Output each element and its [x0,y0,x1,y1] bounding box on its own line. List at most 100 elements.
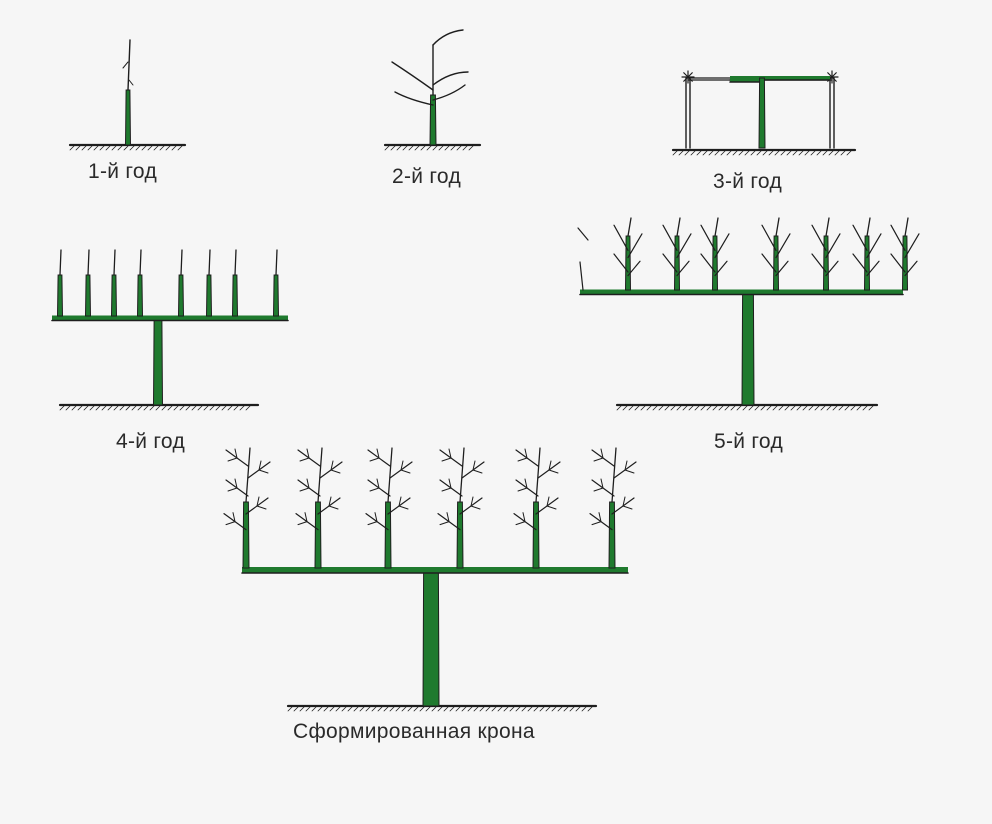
year5-vertical-shoot [901,235,909,291]
ground-hatch [688,405,694,411]
ground-hatch [83,405,89,411]
ground-hatch [209,405,215,411]
ground-hatch [856,405,862,411]
formed-crown-shoot [314,501,322,569]
ground-hatch [425,706,431,712]
shoot-leader [387,447,393,503]
crown-spur [441,457,452,462]
year5-vertical-shoot [673,235,681,291]
side-twig [852,224,868,251]
shoot-leader [245,447,251,503]
crown-spur [299,487,310,492]
side-twig [714,233,730,259]
crown-spur [258,469,269,474]
ground-hatch [714,150,720,156]
crown-spur [297,521,308,526]
ground-hatch [185,405,191,411]
stage-year-4-tree [51,249,289,411]
crown-spur [593,487,604,492]
ground-hatch [395,706,401,712]
ground-hatch [153,145,159,151]
formed-arms [242,567,628,573]
crown-spur [234,448,238,459]
ground-hatch [155,405,161,411]
crown-spur [548,469,559,474]
ground-hatch [341,706,347,712]
crown-spur [446,512,450,523]
ground-hatch [676,405,682,411]
side-twig [811,253,827,273]
crown-spur [398,505,409,510]
crown-spur [234,478,238,489]
year4-vertical-shoot [272,274,280,317]
ground-hatch [820,405,826,411]
shoot-leader [611,447,617,503]
formed-crown-shoot [456,501,464,569]
ground-hatch [784,405,790,411]
year4-vertical-shoot [177,274,185,317]
year5-outer-twig [579,261,584,291]
crown-spur [517,487,528,492]
ground-hatch [790,405,796,411]
side-twig [811,224,827,251]
side-twig [613,224,629,251]
crown-spur [591,521,602,526]
ground-hatch [137,405,143,411]
ground-hatch [167,405,173,411]
ground-hatch [587,706,593,712]
ground-hatch [107,405,113,411]
ground-hatch [718,405,724,411]
ground-hatch [203,405,209,411]
ground-hatch [720,150,726,156]
year5-vertical-shoot [822,235,830,291]
year4-shoot-tip [275,249,278,276]
crown-spur [369,457,380,462]
side-twig [613,253,629,273]
ground-hatch [838,405,844,411]
ground-hatch [384,145,390,151]
year5-vertical-shoot [863,235,871,291]
ground-hatch [143,405,149,411]
crown-spur [600,478,604,489]
crown-spur [258,460,262,471]
ground-hatch [762,150,768,156]
ground-hatch [646,405,652,411]
ground-hatch [730,405,736,411]
shoot-tip [775,217,780,237]
crown-spur [227,487,238,492]
side-twig [866,260,880,277]
ground-hatch [738,150,744,156]
crown-spur [470,505,481,510]
crown-spur [600,448,604,459]
side-twig [761,224,777,251]
ground-hatch [165,145,171,151]
ground-hatch [569,706,575,712]
ground-hatch [147,145,153,151]
ground-hatch [111,145,117,151]
ground-hatch [473,706,479,712]
ground-hatch [227,405,233,411]
side-twig [866,233,882,259]
stage-year-1-tree [68,39,187,151]
ground-hatch [191,405,197,411]
side-twig [890,224,906,251]
side-twig [890,253,906,273]
stage-year-3-tree [671,70,857,156]
ground-hatch [672,150,678,156]
ground-hatch [551,706,557,712]
year1-bud [128,79,134,86]
ground-hatch [317,706,323,712]
crown-spur [472,469,483,474]
ground-hatch [664,405,670,411]
crown-spur [227,457,238,462]
side-twig [700,253,716,273]
ground-hatch [485,706,491,712]
crown-spur [441,487,452,492]
side-twig [852,253,868,273]
crown-spur [470,496,474,507]
ground-hatch [804,150,810,156]
crown-spur [624,469,635,474]
ground-hatch [431,706,437,712]
crown-spur [330,469,341,474]
ground-hatch [622,405,628,411]
